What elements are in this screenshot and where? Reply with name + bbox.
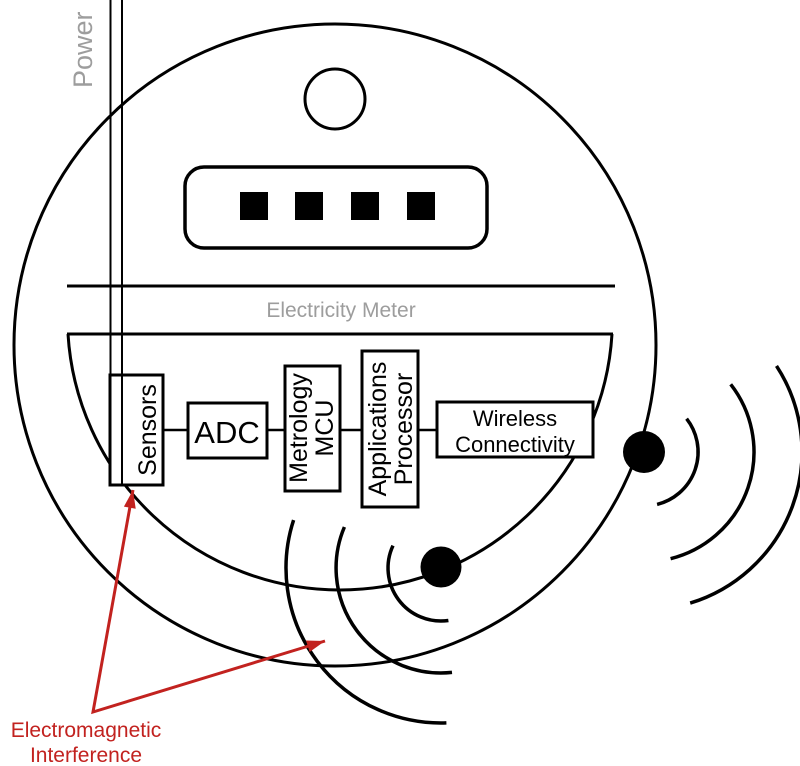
emi-arrowhead-sensors bbox=[123, 490, 136, 509]
emi-label-line2: Interference bbox=[30, 744, 142, 766]
emi-arrowhead-waves bbox=[306, 640, 325, 652]
metrology-label-line1: Metrology bbox=[285, 373, 313, 483]
wireless-connectivity-block bbox=[435, 400, 595, 459]
emi-annotation: Electromagnetic Interference bbox=[11, 489, 326, 766]
electricity-meter-label: Electricity Meter bbox=[266, 299, 415, 322]
wireless-label-line2: Connectivity bbox=[455, 432, 575, 457]
mounting-hole-circle bbox=[303, 67, 367, 131]
sensors-label: Sensors bbox=[134, 384, 162, 476]
wireless-label-line1: Wireless bbox=[473, 406, 557, 431]
lcd-display-window bbox=[183, 165, 489, 250]
meter-housing-circle bbox=[12, 22, 658, 668]
right-wave-arc-3 bbox=[689, 364, 800, 605]
lcd-digit-block-1 bbox=[240, 192, 268, 220]
bottom-wave-arc-3 bbox=[284, 519, 447, 725]
signal-waves-right-icon bbox=[623, 364, 800, 605]
bottom-wave-arc-1 bbox=[386, 544, 449, 623]
applications-label-line1: Applications bbox=[364, 362, 392, 497]
power-label: Power bbox=[68, 11, 98, 88]
right-antenna-node-icon bbox=[623, 431, 665, 473]
lcd-digit-block-2 bbox=[295, 192, 323, 220]
sensors-block bbox=[108, 373, 165, 487]
applications-label-line2: Processor bbox=[390, 373, 418, 486]
emi-arrow-lines bbox=[91, 489, 326, 715]
bottom-antenna-node-icon bbox=[420, 546, 462, 588]
metrology-mcu-block bbox=[283, 364, 342, 493]
interference-waves-bottom-icon bbox=[284, 519, 462, 725]
bottom-wave-arc-2 bbox=[334, 526, 453, 675]
applications-processor-block bbox=[360, 349, 420, 509]
right-wave-arc-1 bbox=[656, 417, 700, 507]
right-wave-arc-2 bbox=[670, 383, 756, 561]
adc-label: ADC bbox=[194, 415, 259, 450]
lcd-digit-block-3 bbox=[351, 192, 379, 220]
adc-block bbox=[186, 401, 269, 460]
metrology-label-line2: MCU bbox=[311, 400, 339, 457]
emi-label-line1: Electromagnetic bbox=[11, 719, 162, 742]
lcd-digit-block-4 bbox=[407, 192, 435, 220]
